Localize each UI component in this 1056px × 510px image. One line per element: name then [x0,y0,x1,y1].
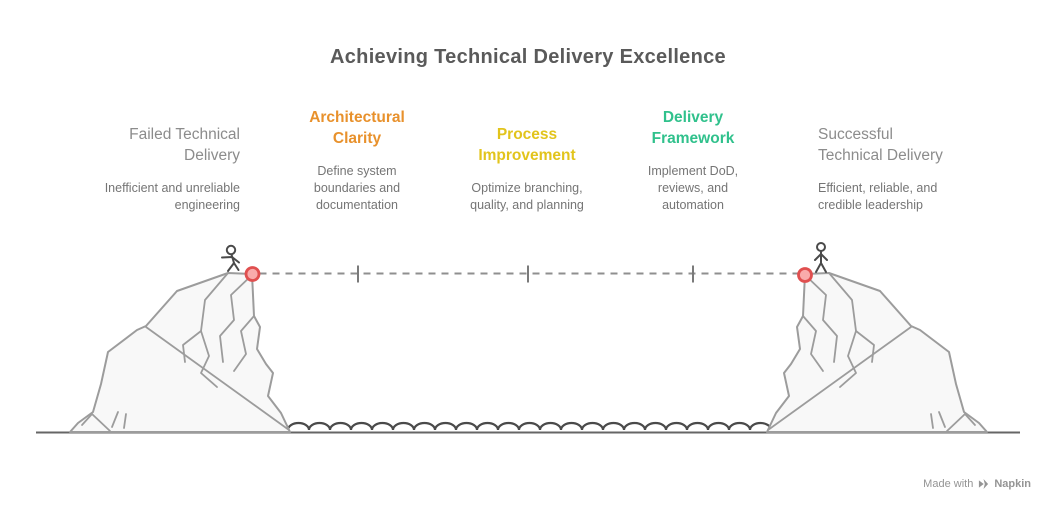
water-wave-line [286,421,773,431]
stage-delivery-framework: Delivery Framework Implement DoD, review… [623,107,763,214]
stage-label: Successful Technical Delivery [818,126,943,164]
start-marker-icon [244,266,261,282]
napkin-brand-text: Napkin [994,478,1031,490]
made-with-napkin-watermark: Made with Napkin [923,478,1031,490]
diagram-title: Achieving Technical Delivery Excellence [330,46,726,68]
stage-description: Efficient, reliable, and credible leader… [818,181,938,212]
stage-process-improvement: Process Improvement Optimize branching, … [447,124,607,214]
stage-label: Process Improvement [478,126,576,164]
stage-label: Delivery Framework [651,109,735,147]
stage-failed-technical-delivery: Failed Technical Delivery Inefficient an… [65,124,240,214]
stage-description: Inefficient and unreliable engineering [104,181,240,212]
climber-stick-figure-left [221,244,240,272]
segment-tick-marks [357,265,694,283]
napkin-bolt-icon [979,478,989,490]
stage-description: Implement DoD, reviews, and automation [647,164,739,212]
stage-label: Failed Technical Delivery [129,126,240,164]
stage-architectural-clarity: Architectural Clarity Define system boun… [287,107,427,214]
made-with-text: Made with [923,478,974,490]
left-cliff [69,272,291,433]
end-marker-icon [797,267,813,283]
stage-successful-technical-delivery: Successful Technical Delivery Efficient,… [818,124,983,214]
stage-description: Define system boundaries and documentati… [313,164,401,212]
stage-description: Optimize branching, quality, and plannin… [470,181,584,212]
standing-stick-figure-right [814,242,828,273]
stage-label: Architectural Clarity [309,109,405,147]
right-cliff [766,272,988,433]
